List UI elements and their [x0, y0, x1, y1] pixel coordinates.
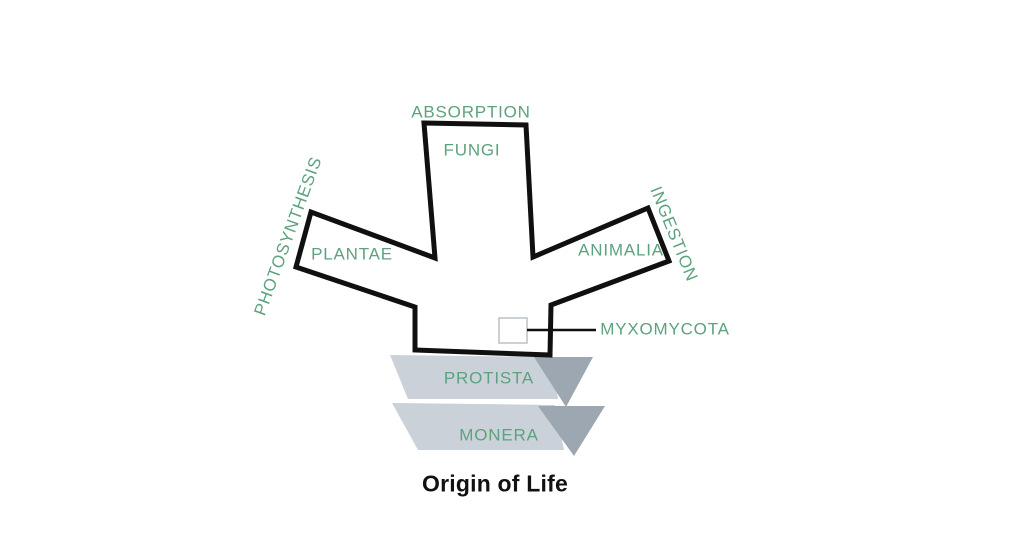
tree-outline: [292, 120, 673, 358]
absorption-label: ABSORPTION: [411, 102, 531, 122]
myxomycota-box: [498, 317, 528, 344]
monera-band: [392, 403, 564, 450]
diagram-title: Origin of Life: [422, 470, 568, 497]
protista-band: [390, 355, 558, 399]
fungi-label: FUNGI: [443, 140, 501, 160]
plantae-label: PLANTAE: [311, 244, 393, 264]
protista-label: PROTISTA: [443, 368, 535, 388]
protista-band-arrowhead: [534, 357, 593, 407]
animalia-label: ANIMALIA: [578, 240, 664, 260]
monera-band-arrowhead: [538, 406, 605, 456]
monera-label: MONERA: [459, 425, 539, 445]
myxomycota-label: MYXOMYCOTA: [600, 319, 730, 339]
